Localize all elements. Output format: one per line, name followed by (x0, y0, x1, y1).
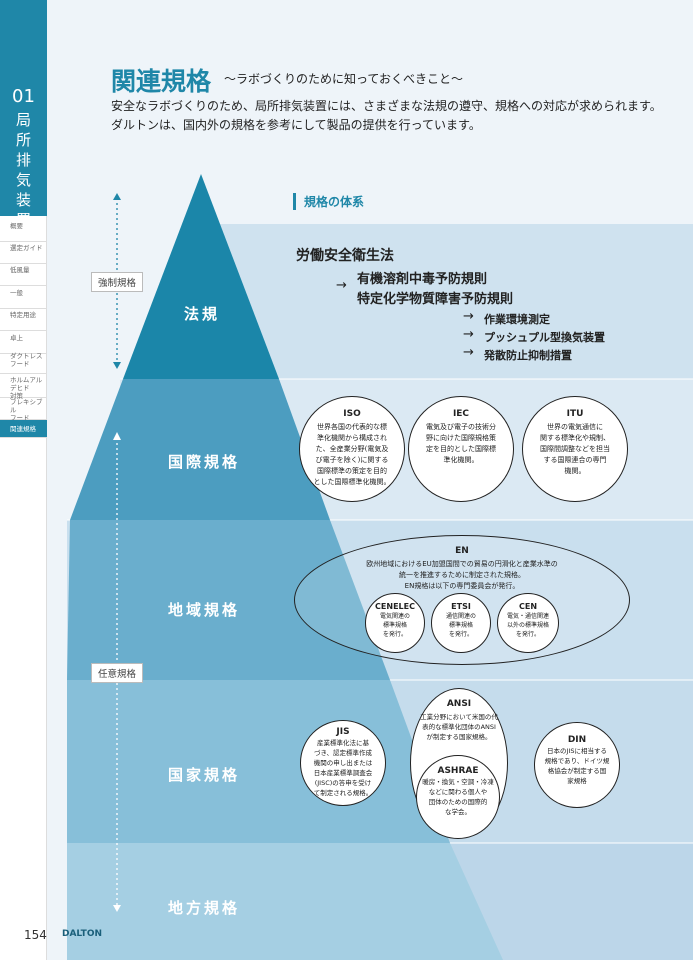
circle-cenelec: CENELEC 電気関連の 標準規格 を発行。 (365, 593, 425, 653)
circle-din: DIN 日本のJISに相当する 規格であり、ドイツ規 格協会が制定する国 家規格 (534, 722, 620, 808)
system-heading: 規格の体系 (293, 193, 364, 210)
circle-itu: ITU 世界の電気通信に 関する標準化や規制、 国際間調整などを担当 する国際連… (522, 396, 628, 502)
sub-rule-organic: 有機溶剤中毒予防規則 (357, 272, 488, 287)
arrow-icon: → (463, 345, 474, 360)
voluntary-tag: 任意規格 (91, 663, 144, 683)
pyramid-international (70, 379, 330, 520)
sidebar-item-low-airflow[interactable]: 低風量 (0, 266, 47, 286)
pyramid-law (123, 174, 279, 379)
page-number: 154 (24, 928, 47, 942)
sidebar-item-special[interactable]: 特定用途 (0, 311, 47, 331)
law-name: 労働安全衛生法 (296, 248, 394, 264)
arrow-icon: → (463, 327, 474, 342)
level-regional: 地域規格 (168, 601, 241, 619)
sidebar-item-standards[interactable]: 関連規格 (0, 420, 47, 438)
sidebar-item-flexible[interactable]: フレキシブル フード (0, 398, 47, 422)
level-law: 法規 (184, 305, 221, 323)
arrow-icon: → (463, 309, 474, 324)
circle-cen: CEN 電気・通信関連 以外の標準規格 を発行。 (497, 593, 559, 653)
pyramid-local (67, 843, 503, 960)
mandatory-tag: 強制規格 (91, 272, 144, 292)
sidebar-chapter-header: 01 局 所 排 気 装 置 (0, 0, 47, 229)
circle-iso: ISO 世界各国の代表的な標 準化機関から構成され た、全産業分野(電気及 び電… (299, 396, 405, 502)
measure-environment: 作業環境測定 (484, 313, 550, 326)
sidebar-item-desktop[interactable]: 卓上 (0, 334, 47, 354)
page-subtitle: 〜ラボづくりのために知っておくべきこと〜 (224, 72, 464, 86)
intro-text: 安全なラボづくりのため、局所排気装置には、さまざまな法規の遵守、規格への対応が求… (111, 99, 662, 132)
sidebar-item-formaldehyde[interactable]: ホルムアルデヒド 対策 (0, 376, 47, 400)
circle-etsi: ETSI 通信関連の 標準規格 を発行。 (431, 593, 491, 653)
level-international: 国際規格 (168, 453, 241, 471)
sub-rule-chemical: 特定化学物質障害予防規則 (357, 292, 514, 307)
arrow-icon: → (336, 278, 347, 293)
sidebar-item-guide[interactable]: 選定ガイド (0, 244, 47, 264)
sidebar-item-overview[interactable]: 概要 (0, 222, 47, 242)
sidebar-item-general[interactable]: 一般 (0, 289, 47, 309)
chapter-number: 01 (12, 86, 35, 107)
measure-suppression: 発散防止抑制措置 (484, 349, 572, 362)
chapter-title: 局 所 排 気 装 置 (15, 111, 31, 229)
measure-pushpull: プッシュプル型換気装置 (484, 331, 605, 344)
circle-iec: IEC 電気及び電子の技術分 野に向けた国際規格策 定を目的とした国際標 準化機… (408, 396, 514, 502)
level-national: 国家規格 (168, 766, 241, 784)
sidebar-item-ductless[interactable]: ダクトレス フード (0, 352, 47, 374)
circle-ashrae: ASHRAE 暖房・換気・空調・冷凍 などに関わる個人や 団体のための国際的 な… (416, 755, 500, 839)
brand-logo: DALTON (62, 929, 103, 939)
level-local: 地方規格 (168, 899, 241, 917)
page-title: 関連規格 (111, 67, 212, 96)
pyramid-national (67, 680, 450, 843)
pyramid-regional (67, 520, 390, 680)
sidebar: 01 局 所 排 気 装 置 概要 選定ガイド 低風量 一般 特定用途 卓上 ダ… (0, 0, 47, 960)
circle-jis: JIS 産業標準化法に基 づき、認定標準作成 機関の申し出または 日本産業標準調… (300, 720, 386, 806)
